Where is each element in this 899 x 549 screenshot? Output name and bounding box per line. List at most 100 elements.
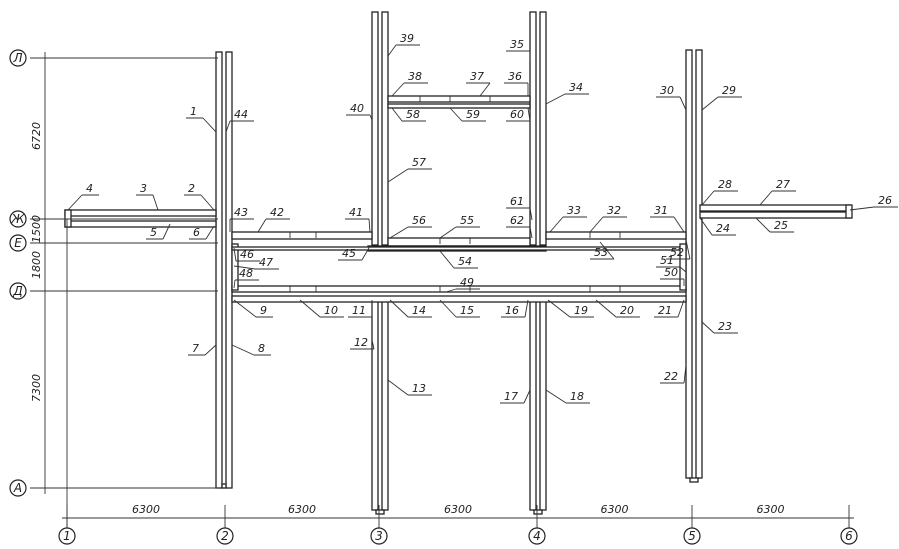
wall-panel xyxy=(539,297,547,511)
label-leader xyxy=(529,226,533,239)
label-leader xyxy=(589,216,604,233)
vertical-dimension-label: 1800 xyxy=(30,251,43,279)
element-label: 60 xyxy=(510,108,524,121)
label-leader xyxy=(371,339,375,350)
horizontal-dimension-label: 6300 xyxy=(444,503,472,516)
label-leader xyxy=(677,299,685,318)
column-axis-bubble xyxy=(528,527,546,545)
row-axis-bubble xyxy=(9,210,27,228)
label-leader xyxy=(200,194,215,211)
label-leader xyxy=(523,389,531,404)
row-axis-bubble xyxy=(9,479,27,497)
element-label: 58 xyxy=(406,108,420,121)
element-label: 33 xyxy=(567,204,581,217)
label-leader xyxy=(387,44,397,57)
element-label: 26 xyxy=(878,194,892,207)
row-axis-bubble xyxy=(9,234,27,252)
label-leader xyxy=(202,117,217,133)
row-axis-label: Д xyxy=(12,284,22,298)
element-label: 46 xyxy=(240,248,254,261)
element-label: 5 xyxy=(150,226,157,239)
label-leader xyxy=(67,194,83,211)
column-axis-label: 2 xyxy=(221,529,229,543)
label-leader xyxy=(387,168,409,183)
element-label: 1 xyxy=(190,105,197,118)
element-label: 4 xyxy=(86,182,93,195)
label-leader xyxy=(545,93,566,105)
wall-panel xyxy=(685,49,693,479)
column-axis-bubble xyxy=(58,527,76,545)
element-label: 30 xyxy=(660,84,674,97)
walls xyxy=(64,11,853,515)
element-label: 19 xyxy=(574,304,588,317)
element-label: 29 xyxy=(722,84,736,97)
column-axis-bubble xyxy=(370,527,388,545)
label-leader xyxy=(524,299,529,318)
wall-panel xyxy=(64,209,217,217)
wall-panel xyxy=(845,204,853,219)
label-leader xyxy=(701,96,719,111)
element-label: 23 xyxy=(718,320,732,333)
element-label: 20 xyxy=(620,304,634,317)
vertical-dimension-label: 7300 xyxy=(30,374,43,402)
wall-panel xyxy=(221,483,227,489)
element-label: 57 xyxy=(412,156,426,169)
label-leader xyxy=(439,250,455,269)
label-leader xyxy=(479,82,491,97)
wall-panel xyxy=(387,103,531,109)
label-leader xyxy=(391,107,403,122)
label-leader xyxy=(445,288,457,293)
label-leader xyxy=(673,216,685,233)
horizontal-dimension-label: 6300 xyxy=(757,503,785,516)
element-label: 17 xyxy=(504,390,518,403)
row-axis-label: Е xyxy=(14,236,22,250)
row-axis-label: Ж xyxy=(11,212,26,226)
column-axis-label: 4 xyxy=(533,529,541,543)
element-label: 48 xyxy=(239,267,253,280)
element-label: 21 xyxy=(658,304,672,317)
label-leader xyxy=(152,194,159,211)
label-leader xyxy=(257,218,267,233)
label-leader xyxy=(701,190,715,206)
element-label: 47 xyxy=(259,256,273,269)
wall-panel xyxy=(529,297,537,511)
wall-panel xyxy=(381,297,389,511)
element-label: 16 xyxy=(505,304,519,317)
element-label: 59 xyxy=(466,108,480,121)
wall-panel xyxy=(533,509,543,515)
wall-panel xyxy=(539,11,547,246)
wall-panel xyxy=(545,231,687,240)
label-leader xyxy=(549,216,564,233)
wall-panel xyxy=(387,237,531,247)
element-label: 49 xyxy=(460,276,474,289)
wall-panel xyxy=(689,477,699,483)
wall-panel xyxy=(225,51,233,489)
label-leader xyxy=(679,266,687,273)
label-leader xyxy=(387,379,409,396)
element-label: 27 xyxy=(776,178,790,191)
element-label: 44 xyxy=(234,108,248,121)
element-label: 8 xyxy=(258,342,265,355)
wall-panel xyxy=(231,231,373,240)
row-axis-bubble xyxy=(9,282,27,300)
element-label: 25 xyxy=(774,219,788,232)
horizontal-dimension-label: 6300 xyxy=(601,503,629,516)
label-leader xyxy=(389,226,409,239)
column-axis-label: 3 xyxy=(375,529,383,543)
label-leader xyxy=(439,299,457,318)
label-leader xyxy=(231,344,255,356)
label-leader xyxy=(699,217,713,236)
element-label: 32 xyxy=(607,204,621,217)
label-leader xyxy=(233,299,257,318)
horizontal-dimension-label: 6300 xyxy=(132,503,160,516)
element-label: 13 xyxy=(412,382,426,395)
label-leader xyxy=(369,114,373,121)
vertical-dimension-label: 6720 xyxy=(30,122,43,150)
vertical-dimension-label: 1500 xyxy=(30,215,43,243)
row-axis-label: Л xyxy=(12,51,22,65)
element-label: 53 xyxy=(594,246,608,259)
element-label: 34 xyxy=(569,81,583,94)
wall-panel xyxy=(387,95,531,103)
column-axis-label: 5 xyxy=(688,529,696,543)
